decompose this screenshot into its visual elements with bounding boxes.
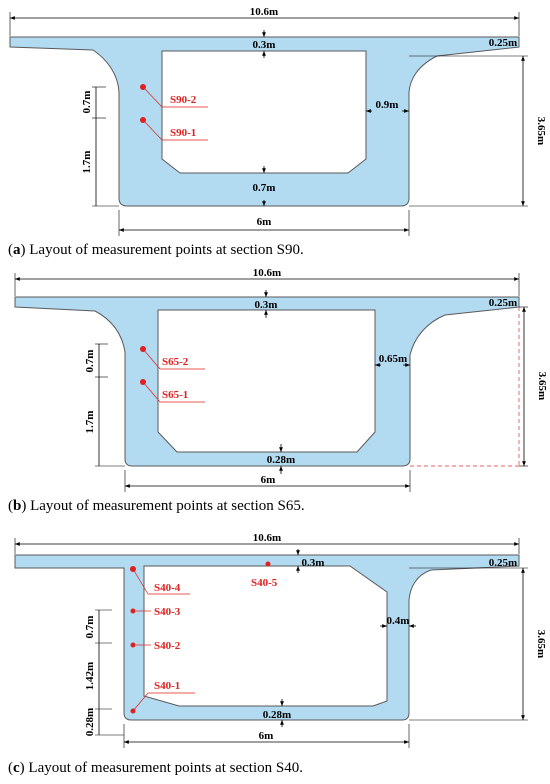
label-s40-1: S40-1 (154, 680, 180, 692)
point-s40-3 (130, 608, 136, 614)
dim-top-width: 10.6m (250, 6, 278, 18)
caption-c: (c) Layout of measurement points at sect… (8, 760, 303, 776)
dim-middle-offset: 1.42m (84, 662, 96, 690)
caption-c-text: Layout of measurement points at section … (28, 760, 303, 776)
dim-bottom-width: 6m (261, 474, 276, 486)
dim-web: 0.4m (387, 615, 410, 627)
label-s40-2: S40-2 (154, 640, 181, 652)
label-s90-2: S90-2 (170, 94, 197, 106)
dim-top-width: 10.6m (253, 532, 281, 544)
dim-lower-offset: 0.28m (84, 708, 96, 736)
dim-upper-offset: 0.7m (84, 616, 96, 639)
dim-top-flange: 0.3m (255, 299, 278, 311)
caption-b-letter: b (13, 498, 22, 514)
dim-cantilever-tip: 0.25m (489, 37, 517, 49)
caption-c-letter: c (13, 760, 20, 776)
dim-upper-offset: 0.7m (84, 350, 96, 373)
dim-height: 3.65m (535, 117, 547, 145)
panel-c: 10.6m 0.3m 0.25m 0.4m 3.65m 0.7m 1.42m 0… (14, 532, 547, 748)
caption-a-letter: a (13, 242, 21, 258)
dim-bottom-width: 6m (257, 216, 272, 228)
dim-cantilever-tip: 0.25m (489, 297, 517, 309)
section-s90-shape (9, 36, 520, 207)
dim-bottom-flange: 0.28m (267, 454, 295, 466)
dim-cantilever-tip: 0.25m (489, 557, 517, 569)
panel-a: 10.6m 0.3m 0.25m 0.9m 3.65m 0.7m 1.7m 0.… (9, 6, 547, 236)
label-s40-3: S40-3 (154, 606, 181, 618)
label-s40-5: S40-5 (251, 577, 278, 589)
dim-web: 0.9m (376, 99, 399, 111)
dim-lower-offset: 1.7m (81, 151, 93, 174)
dim-bottom-flange: 0.28m (263, 709, 291, 721)
section-s40-shape (14, 554, 520, 721)
dim-height: 3.65m (536, 372, 548, 400)
caption-b: (b) Layout of measurement points at sect… (8, 498, 305, 514)
dim-bottom-flange: 0.7m (253, 182, 276, 194)
dim-web: 0.65m (379, 353, 407, 365)
label-s65-1: S65-1 (162, 389, 188, 401)
caption-b-text: Layout of measurement points at section … (30, 498, 305, 514)
section-s65-shape (14, 296, 520, 467)
dim-lower-offset: 1.7m (84, 411, 96, 434)
dim-bottom-width: 6m (259, 730, 274, 742)
dim-height: 3.65m (535, 630, 547, 658)
caption-a-text: Layout of measurement points at section … (29, 242, 304, 258)
label-s65-2: S65-2 (162, 356, 189, 368)
label-s40-4: S40-4 (154, 582, 181, 594)
dim-upper-offset: 0.7m (81, 91, 93, 114)
caption-a: (a) Layout of measurement points at sect… (8, 242, 304, 258)
point-s40-2 (130, 642, 136, 648)
label-s90-1: S90-1 (170, 127, 196, 139)
dim-top-width: 10.6m (253, 267, 281, 279)
point-s40-5 (265, 561, 271, 567)
panel-b: 10.6m 0.3m 0.25m 0.65m 3.65m 0.7m 1.7m 0… (14, 267, 548, 492)
dim-top-flange: 0.3m (302, 557, 325, 569)
dim-top-flange: 0.3m (253, 39, 276, 51)
